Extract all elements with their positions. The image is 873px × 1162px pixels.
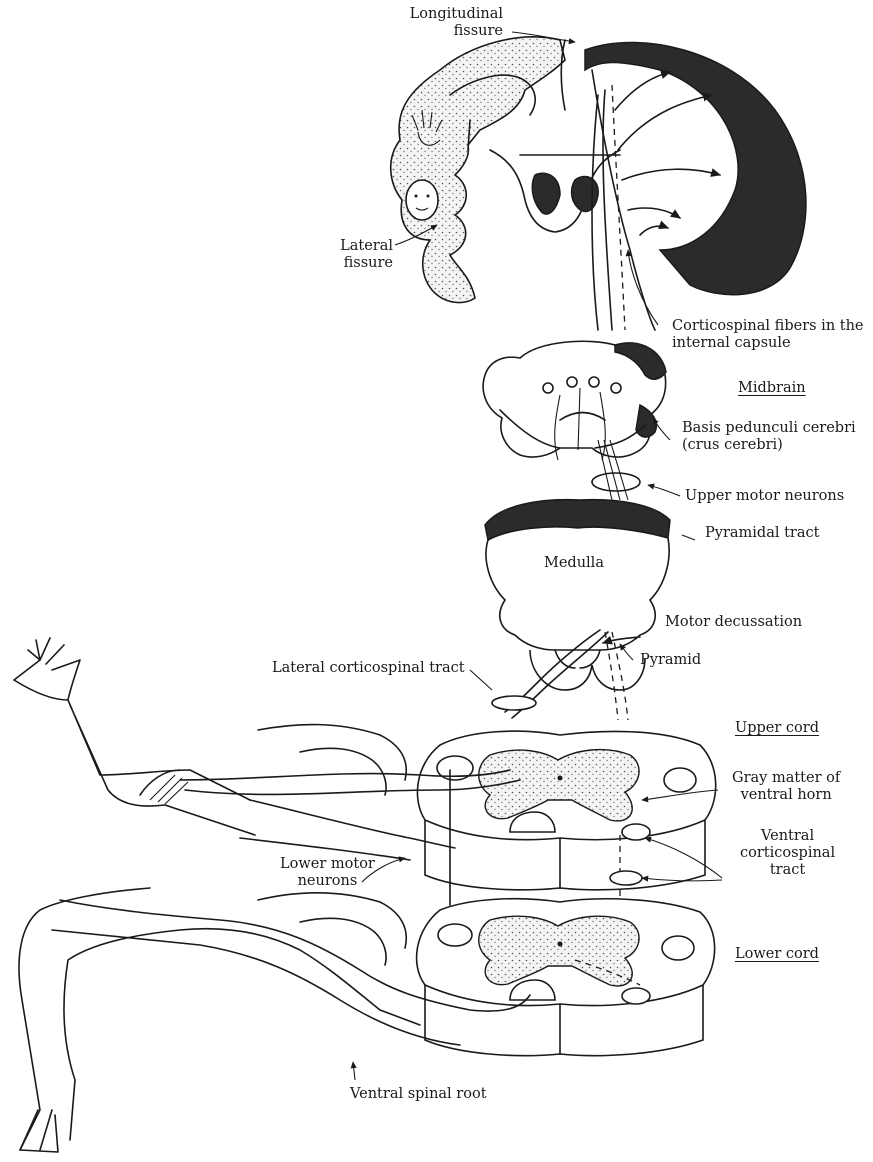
label-pyramid: Pyramid [640, 652, 701, 669]
brain-coronal-section [391, 37, 806, 330]
label-pyramidal-tract: Pyramidal tract [705, 525, 819, 542]
label-motor-decussation: Motor decussation [665, 614, 802, 631]
lower-spinal-cord-section [258, 893, 715, 1056]
label-lateral-corticospinal-tract: Lateral corticospinal tract [272, 660, 465, 677]
label-medulla: Medulla [544, 555, 604, 572]
ventral-tract-loop [610, 871, 642, 885]
medulla-section [485, 500, 670, 720]
label-corticospinal-fibers: Corticospinal fibers in the internal cap… [672, 318, 864, 352]
label-basis-pedunculi: Basis pedunculi cerebri (crus cerebri) [682, 420, 856, 454]
label-upper-cord: Upper cord [735, 720, 819, 737]
label-ventral-corticospinal-tract: Ventral corticospinal tract [740, 828, 835, 879]
label-gray-matter: Gray matter of ventral horn [732, 770, 840, 804]
label-ventral-spinal-root: Ventral spinal root [350, 1086, 487, 1103]
label-midbrain: Midbrain [738, 380, 806, 397]
label-lower-motor-neurons: Lower motor neurons [280, 856, 375, 890]
label-lower-cord: Lower cord [735, 946, 819, 963]
label-upper-motor-neurons: Upper motor neurons [685, 488, 844, 505]
label-longitudinal-fissure: Longitudinal fissure [410, 6, 503, 40]
label-lateral-fissure: Lateral fissure [340, 238, 393, 272]
midbrain-section [483, 341, 666, 500]
